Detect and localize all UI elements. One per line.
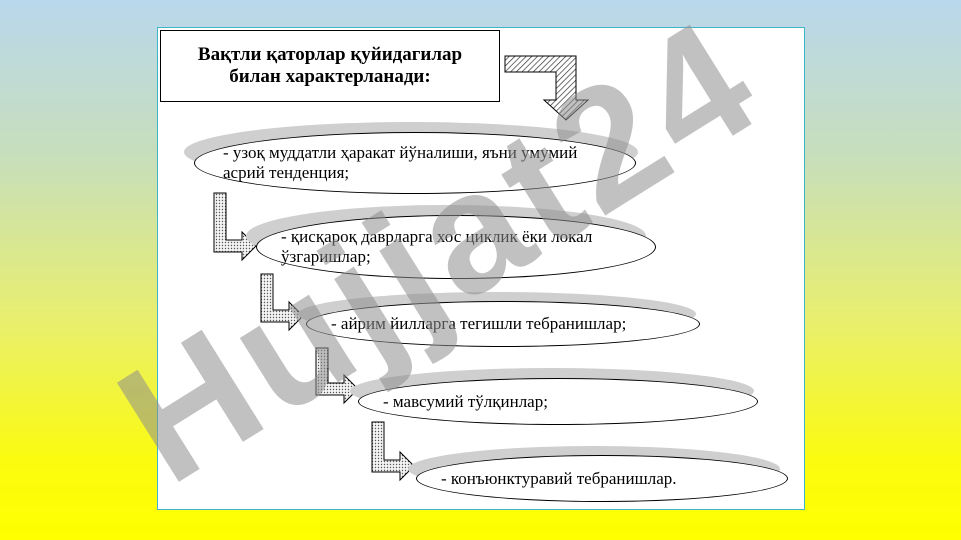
bent-arrow-4 <box>371 421 415 482</box>
item-2-line-2: ўзгаришлар; <box>281 247 371 266</box>
bent-arrow-3 <box>315 347 359 405</box>
list-item: - мавсумий тўлқинлар; <box>358 378 758 425</box>
title-line-1: Вақтли қаторлар қуйидагилар <box>197 44 463 65</box>
bent-arrow-2 <box>260 273 304 332</box>
list-item: - қисқароқ даврларга хос циклик ёки лока… <box>256 215 656 279</box>
item-5-text: - конъюнктуравий тебранишлар. <box>441 468 677 488</box>
title-arrow <box>504 55 590 121</box>
item-1-line-1: - узоқ муддатли ҳаракат йўналиши, яъни у… <box>223 143 578 162</box>
diagram-title-box: Вақтли қаторлар қуйидагилар билан характ… <box>160 30 500 102</box>
title-line-2: билан характерланади: <box>229 66 431 87</box>
slide-card: Вақтли қаторлар қуйидагилар билан характ… <box>157 27 805 510</box>
item-2-line-1: - қисқароқ даврларга хос циклик ёки лока… <box>281 227 593 246</box>
item-4-text: - мавсумий тўлқинлар; <box>383 391 548 411</box>
list-item: - айрим йилларга тегишли тебранишлар; <box>306 301 700 347</box>
item-3-text: - айрим йилларга тегишли тебранишлар; <box>331 314 627 333</box>
item-1-line-2: асрий тенденция; <box>223 163 350 182</box>
list-item: - узоқ муддатли ҳаракат йўналиши, яъни у… <box>194 132 636 194</box>
bent-arrow-1 <box>213 192 257 262</box>
list-item: - конъюнктуравий тебранишлар. <box>416 455 788 502</box>
